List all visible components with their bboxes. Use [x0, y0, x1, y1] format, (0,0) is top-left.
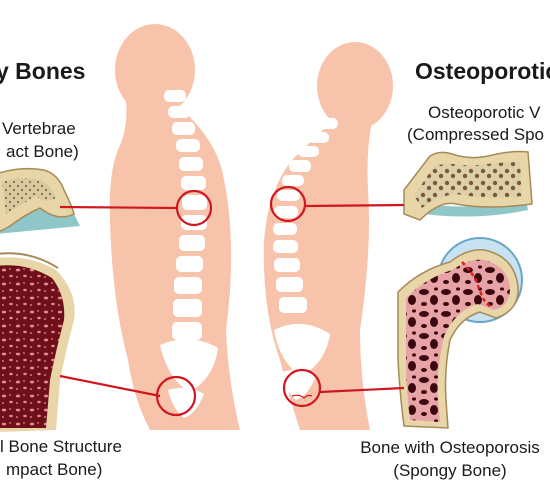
callout-connectors	[59, 185, 405, 417]
healthy-vertebra-label-line1: Vertebrae	[2, 119, 76, 138]
healthy-vertebra-label-line2: act Bone)	[6, 142, 79, 161]
healthy-femur-callout-line	[59, 374, 161, 398]
osteo-femur-label-line2: (Spongy Bone)	[393, 461, 507, 480]
healthy-spine	[160, 90, 218, 418]
osteoporotic-vertebra-illustration	[403, 150, 533, 221]
healthy-vertebra-callout-circle	[175, 189, 213, 227]
osteo-femur-callout-circle	[282, 368, 322, 408]
healthy-heading: y Bones	[0, 58, 86, 84]
healthy-femur-illustration	[0, 252, 75, 432]
osteo-femur-callout-line	[319, 386, 405, 394]
healthy-femur-callout-circle	[155, 375, 197, 417]
osteoporotic-femur-illustration	[397, 237, 523, 429]
healthy-femur-label-line1: l Bone Structure	[0, 437, 122, 456]
healthy-femur-label-line2: mpact Bone)	[6, 460, 103, 479]
osteoporotic-spine	[273, 118, 338, 400]
osteo-vertebra-callout-circle	[269, 185, 307, 223]
osteo-vertebra-label-line1: Osteoporotic V	[428, 103, 541, 122]
osteo-femur-label-line1: Bone with Osteoporosis	[360, 438, 540, 457]
healthy-vertebra-illustration	[0, 167, 80, 234]
osteo-vertebra-callout-line	[305, 203, 405, 208]
osteoporotic-heading: Osteoporotic	[415, 58, 550, 84]
osteo-vertebra-label-line2: (Compressed Spo	[407, 125, 545, 144]
healthy-vertebra-callout-line	[59, 205, 177, 210]
